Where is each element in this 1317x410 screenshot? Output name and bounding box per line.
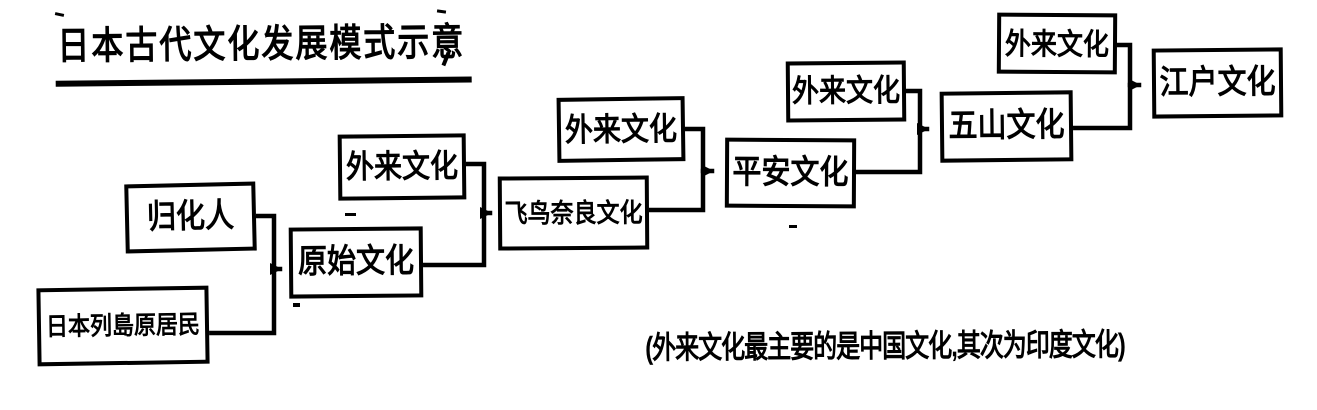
footnote-foreign-culture: (外来文化最主要的是中国文化,其次为印度文化)	[645, 327, 1125, 367]
node-label: 江户文化	[1159, 63, 1276, 102]
node-naturalized-people: 归化人	[124, 181, 257, 254]
node-edo-culture: 江户文化	[1151, 47, 1284, 119]
node-label: 归化人	[146, 197, 235, 237]
node-label: 外来文化	[345, 148, 459, 185]
stray-ink-mark	[293, 303, 300, 307]
node-asuka-nara-culture: 飞鸟奈良文化	[497, 175, 650, 251]
node-foreign-culture-3: 外来文化	[785, 60, 907, 123]
node-foreign-culture-4: 外来文化	[996, 12, 1118, 75]
stray-ink-mark	[345, 213, 356, 216]
node-label: 飞鸟奈良文化	[504, 196, 643, 228]
node-label: 五山文化	[948, 106, 1065, 145]
node-label: 原始文化	[297, 243, 415, 281]
node-label: 平安文化	[732, 153, 849, 192]
node-gozan-culture: 五山文化	[939, 90, 1074, 163]
node-primitive-culture: 原始文化	[288, 226, 424, 299]
node-label: 外来文化	[1004, 25, 1110, 62]
node-foreign-culture-2: 外来文化	[556, 96, 686, 163]
node-foreign-culture-1: 外来文化	[337, 133, 467, 201]
stray-ink-mark	[789, 225, 797, 228]
diagram-title: 日本古代文化发展模式示意	[55, 11, 472, 87]
node-japan-islands-natives: 日本列島原居民	[36, 285, 210, 367]
node-label: 外来文化	[791, 73, 901, 109]
node-label: 外来文化	[564, 110, 678, 148]
node-label: 日本列島原居民	[45, 309, 201, 342]
node-heian-culture: 平安文化	[724, 137, 857, 209]
